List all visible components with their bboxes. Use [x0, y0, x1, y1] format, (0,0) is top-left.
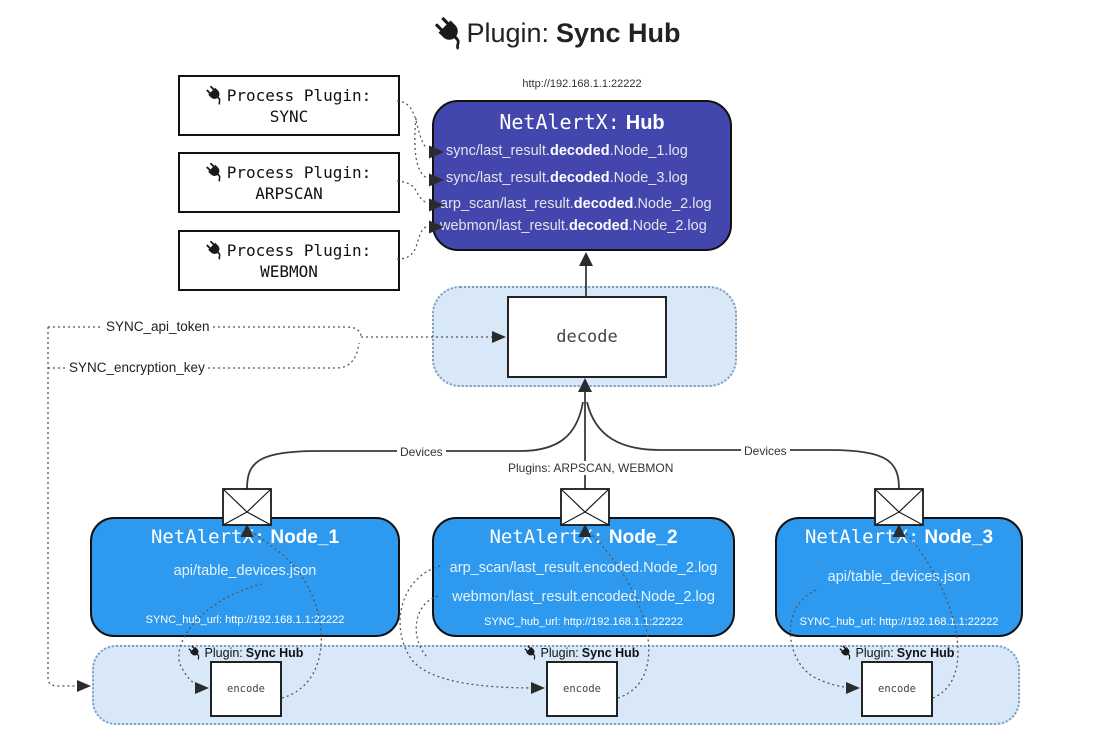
- process-plugin-label: Process Plugin:: [226, 240, 372, 260]
- encode-plugin-tag-2: Plugin: Sync Hub: [492, 645, 672, 660]
- process-plugin-arpscan: Process Plugin: ARPSCAN: [178, 152, 400, 213]
- hub-log-item: sync/last_result.decoded.Node_3.log: [446, 170, 732, 190]
- page-title-name: Sync Hub: [556, 17, 681, 48]
- hub-log-mid: decoded: [573, 196, 634, 212]
- plugin-tag-prefix: Plugin:: [855, 645, 894, 660]
- node-1-title: NetAlertX:Node_1: [90, 526, 400, 549]
- node-3-hub-url: SYNC_hub_url: http://192.168.1.1:22222: [799, 616, 999, 628]
- encode-label: encode: [563, 683, 601, 695]
- plug-icon: [202, 237, 228, 263]
- node-3-file: api/table_devices.json: [827, 569, 971, 585]
- node-title-name: Node_1: [270, 527, 340, 548]
- node-2-title: NetAlertX:Node_2: [432, 526, 735, 549]
- devices-right-label: Devices: [741, 444, 790, 458]
- plugin-tag-prefix: Plugin:: [204, 645, 243, 660]
- process-plugin-name: SYNC: [269, 106, 309, 126]
- hub-title-name: Hub: [625, 112, 665, 134]
- sync-api-token-label: SYNC_api_token: [103, 319, 213, 334]
- node-1-hub-url: SYNC_hub_url: http://192.168.1.1:22222: [145, 614, 345, 626]
- node-2-file: webmon/last_result.encoded.Node_2.log: [452, 589, 715, 605]
- plugin-tag-name: Sync Hub: [581, 645, 640, 660]
- plugins-middle-label: Plugins: ARPSCAN, WEBMON: [505, 461, 677, 475]
- encode-plugin-tag-1: Plugin: Sync Hub: [156, 645, 336, 660]
- plug-icon: [185, 643, 205, 663]
- decode-label: decode: [556, 327, 618, 347]
- plug-icon: [836, 643, 856, 663]
- hub-log-post: .Node_1.log: [609, 143, 688, 159]
- page-title-prefix: Plugin:: [466, 17, 550, 48]
- hub-title: NetAlertX:Hub: [432, 110, 732, 135]
- process-plugin-webmon: Process Plugin: WEBMON: [178, 230, 400, 291]
- page-title: Plugin: Sync Hub: [0, 16, 1117, 50]
- node-1-file: api/table_devices.json: [173, 563, 317, 579]
- devices-left-label: Devices: [397, 445, 446, 459]
- hub-log-pre: sync/last_result.: [446, 143, 550, 159]
- hub-log-item: arp_scan/last_result.decoded.Node_2.log: [440, 196, 726, 216]
- encode-plugin-tag-3: Plugin: Sync Hub: [807, 645, 987, 660]
- node-title-prefix: NetAlertX:: [150, 526, 266, 548]
- process-plugin-label: Process Plugin:: [226, 162, 372, 182]
- hub-log-item: webmon/last_result.decoded.Node_2.log: [440, 218, 726, 238]
- hub-log-pre: arp_scan/last_result.: [440, 196, 574, 212]
- process-plugin-label: Process Plugin:: [226, 85, 372, 105]
- plug-icon: [521, 643, 541, 663]
- hub-log-post: .Node_2.log: [628, 218, 707, 234]
- node-title-prefix: NetAlertX:: [489, 526, 604, 548]
- node-title-name: Node_2: [608, 527, 678, 548]
- encode-box-3: encode: [861, 661, 933, 717]
- hub-log-mid: decoded: [549, 170, 610, 186]
- plug-icon: [202, 159, 228, 185]
- hub-log-post: .Node_3.log: [609, 170, 688, 186]
- sync-encryption-key-label: SYNC_encryption_key: [66, 360, 208, 375]
- encode-box-2: encode: [546, 661, 618, 717]
- settings-connectors: [47, 326, 506, 692]
- node-title-prefix: NetAlertX:: [804, 526, 920, 548]
- plugin-tag-name: Sync Hub: [245, 645, 304, 660]
- encode-label: encode: [227, 683, 265, 695]
- hub-log-mid: decoded: [549, 143, 610, 159]
- process-plugin-name: ARPSCAN: [255, 183, 323, 203]
- encode-box-1: encode: [210, 661, 282, 717]
- plugin-tag-prefix: Plugin:: [540, 645, 579, 660]
- plugin-tag-name: Sync Hub: [896, 645, 955, 660]
- hub-log-mid: decoded: [568, 218, 629, 234]
- hub-log-pre: sync/last_result.: [446, 170, 550, 186]
- node-3-title: NetAlertX:Node_3: [775, 526, 1023, 549]
- hub-box: [432, 100, 732, 251]
- plug-icon: [202, 82, 228, 108]
- process-plugin-name: WEBMON: [260, 261, 318, 281]
- encode-label: encode: [878, 683, 916, 695]
- node-2-hub-url: SYNC_hub_url: http://192.168.1.1:22222: [484, 616, 683, 628]
- node-2-file: arp_scan/last_result.encoded.Node_2.log: [449, 560, 718, 576]
- process-plugin-sync: Process Plugin: SYNC: [178, 75, 400, 136]
- hub-log-post: .Node_2.log: [633, 196, 712, 212]
- hub-url: http://192.168.1.1:22222: [522, 78, 642, 90]
- hub-title-prefix: NetAlertX:: [499, 110, 620, 134]
- hub-log-pre: webmon/last_result.: [440, 218, 569, 234]
- decode-box: decode: [507, 296, 667, 378]
- hub-log-item: sync/last_result.decoded.Node_1.log: [446, 143, 732, 163]
- node-title-name: Node_3: [924, 527, 994, 548]
